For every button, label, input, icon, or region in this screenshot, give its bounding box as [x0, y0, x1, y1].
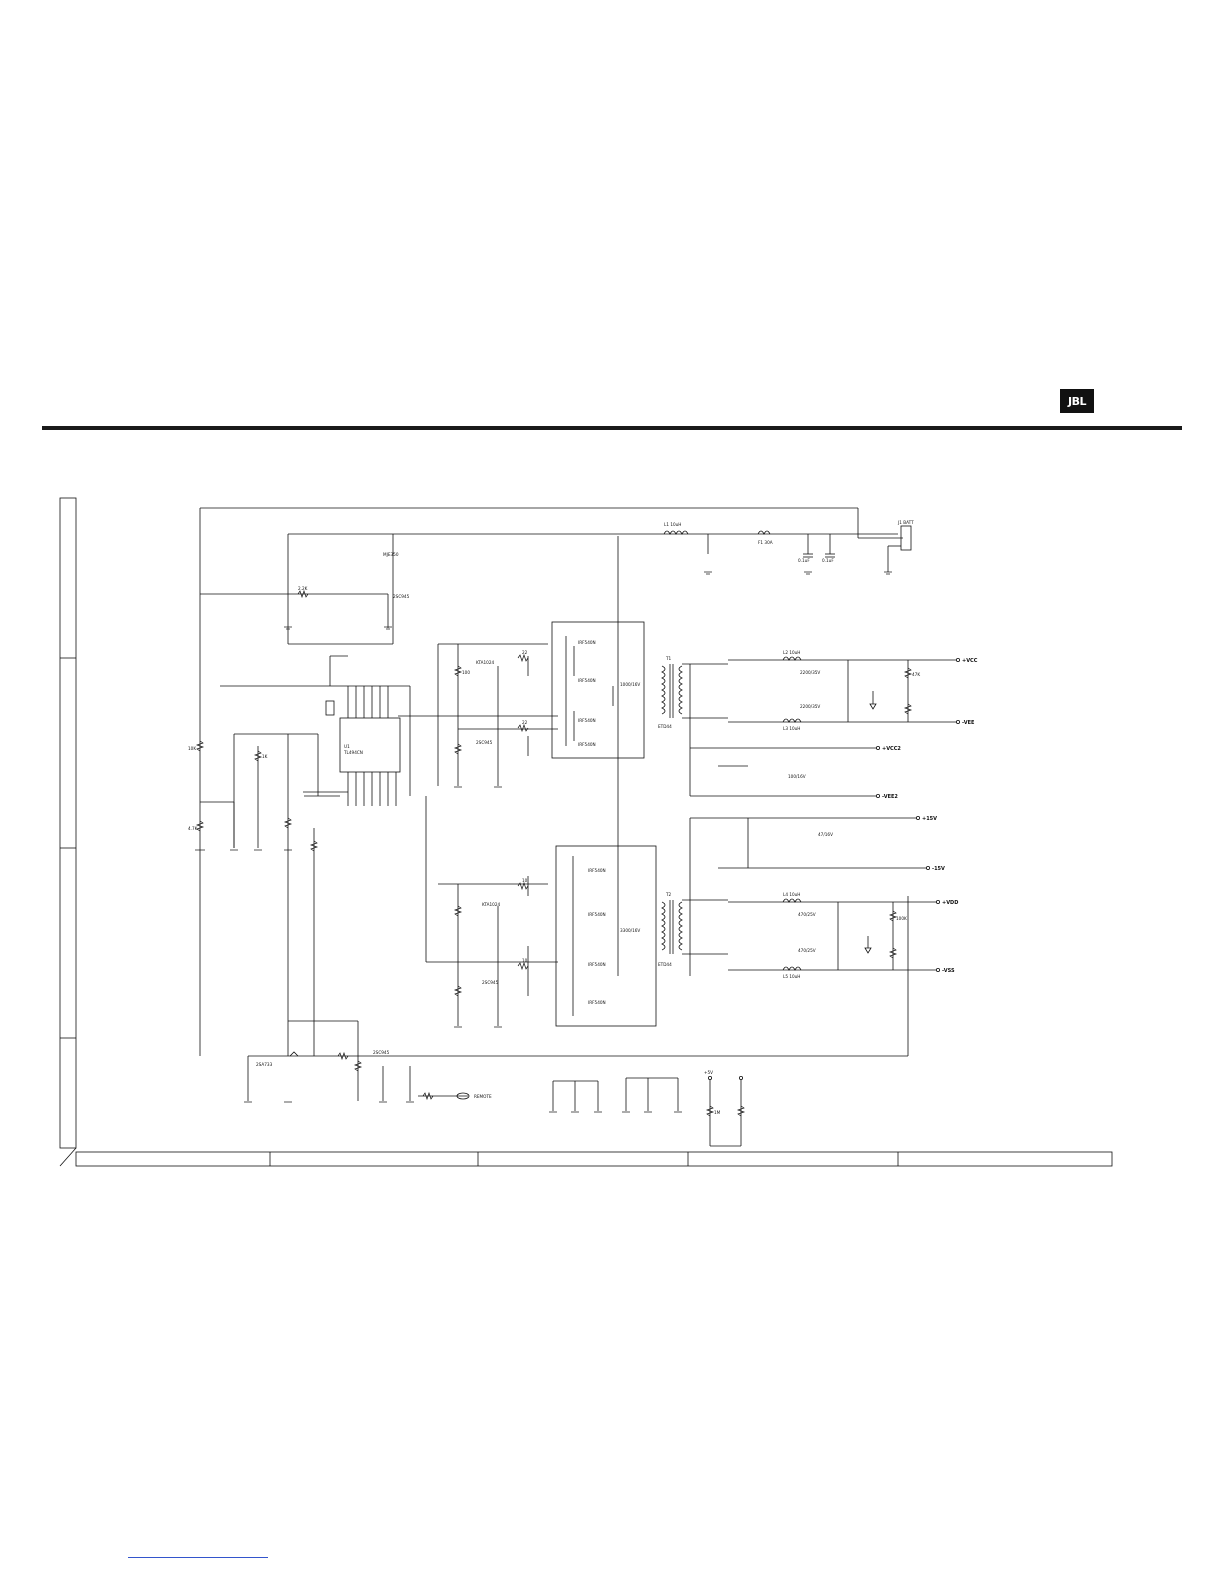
terminal-vcc2 — [876, 745, 881, 750]
rail-vdd-label: +VDD — [942, 900, 958, 906]
inductor-3-label: L3 10uH — [783, 726, 800, 731]
q17-label: IRF540N — [588, 1000, 606, 1005]
terminal-vee2 — [876, 793, 881, 798]
q12-label: IRF540N — [578, 718, 596, 723]
input-connector — [900, 525, 912, 551]
q2-label: 2SC945 — [393, 594, 410, 599]
q10-label: IRF540N — [578, 640, 596, 645]
t1-part: ETD44 — [658, 724, 672, 729]
transformer-t1-secondary — [678, 665, 683, 715]
terminal-aux-a — [708, 1076, 713, 1081]
zone-strip — [59, 497, 77, 1149]
t1-ref: T1 — [665, 656, 672, 661]
q8-label: 2SC945 — [373, 1050, 390, 1055]
terminal-aux-b — [739, 1076, 744, 1081]
res-6-label: 10 — [522, 878, 528, 883]
q3-label: KTA1024 — [476, 660, 495, 665]
rail-vee-label: -VEE — [962, 720, 975, 726]
schematic-svg: U1 TL494CN T1 ETD44 T2 ETD44 MJE350 2SC9… — [59, 497, 1113, 1167]
terminal-vss — [936, 967, 941, 972]
q16-label: IRF540N — [588, 962, 606, 967]
q13-label: IRF540N — [578, 742, 596, 747]
inductor-l1 — [663, 530, 689, 535]
t2-ref: T2 — [665, 892, 672, 897]
q4-label: 2SC945 — [476, 740, 493, 745]
rail-vss-label: -VSS — [942, 968, 955, 974]
rail-vcc-label: +VCC — [962, 658, 978, 664]
rail-15p-label: +15V — [922, 816, 937, 822]
footer-link-underline[interactable] — [128, 1557, 268, 1558]
cap-4-label: 470/25V — [798, 948, 816, 953]
title-block — [75, 1151, 1113, 1167]
res-5-label: 22 — [522, 720, 528, 725]
cap-1-label: 2200/35V — [800, 670, 820, 675]
cap-9-label: 1000/16V — [620, 682, 640, 687]
q14-label: IRF540N — [588, 868, 606, 873]
cap-10-label: 3300/16V — [620, 928, 640, 933]
res-8-label: 100 — [462, 670, 470, 675]
fuse-f1 — [757, 530, 771, 535]
terminal-15v-neg — [926, 865, 931, 870]
cap-8-label: 0.1uF — [822, 558, 834, 563]
remote-label: REMOTE — [474, 1094, 492, 1099]
fuse-label: F1 30A — [758, 540, 773, 545]
q7-label: 2SA733 — [256, 1062, 273, 1067]
q15-label: IRF540N — [588, 912, 606, 917]
terminal-vdd — [936, 899, 941, 904]
terminal-vcc — [956, 657, 961, 662]
schematic-diagram: U1 TL494CN T1 ETD44 T2 ETD44 MJE350 2SC9… — [58, 496, 1114, 1168]
t2-part: ETD44 — [658, 962, 672, 967]
upper-bridge-box — [551, 621, 645, 759]
res-3-label: 1K — [262, 754, 268, 759]
res-1-label: 10K — [188, 746, 196, 751]
cap-7-label: 0.1uF — [798, 558, 810, 563]
res-2-label: 4.7K — [188, 826, 198, 831]
cap-6-label: 47/16V — [818, 832, 833, 837]
terminal-vee — [956, 719, 961, 724]
inductor-4-label: L4 10uH — [783, 892, 800, 897]
rail-5v-label: +5V — [704, 1070, 713, 1075]
transformer-t2-secondary — [678, 901, 683, 951]
q6-label: 2SC945 — [482, 980, 499, 985]
res-10-label: 47K — [912, 672, 920, 677]
terminal-15v-pos — [916, 815, 921, 820]
rail-vee2-label: -VEE2 — [882, 794, 898, 800]
inductor-5-label: L5 10uH — [783, 974, 800, 979]
res-12-label: 1M — [714, 1110, 721, 1115]
cap-2-label: 2200/35V — [800, 704, 820, 709]
res-7-label: 10 — [522, 958, 528, 963]
q5-label: KTA1024 — [482, 902, 501, 907]
inductor-1-label: L1 10uH — [664, 522, 681, 527]
jbl-logo: JBL — [1060, 389, 1094, 413]
rail-15n-label: -15V — [932, 866, 945, 872]
res-4-label: 22 — [522, 650, 528, 655]
res-11-label: 100K — [896, 916, 907, 921]
cap-5-label: 100/16V — [788, 774, 806, 779]
ic-u1-part: TL494CN — [343, 750, 363, 755]
transformer-t2-primary — [661, 901, 666, 951]
ic-u1 — [339, 717, 401, 773]
cap-3-label: 470/25V — [798, 912, 816, 917]
lower-bridge-box — [555, 845, 657, 1027]
res-9-label: 2.2K — [298, 586, 308, 591]
inductor-2-label: L2 10uH — [783, 650, 800, 655]
header-rule — [42, 426, 1182, 430]
rail-vcc2-label: +VCC2 — [882, 746, 901, 752]
q1-label: MJE350 — [383, 552, 399, 557]
connector-label: J1 BATT — [897, 520, 914, 525]
transformer-t1-primary — [661, 665, 666, 715]
q11-label: IRF540N — [578, 678, 596, 683]
ic-u1-ref: U1 — [344, 744, 350, 749]
